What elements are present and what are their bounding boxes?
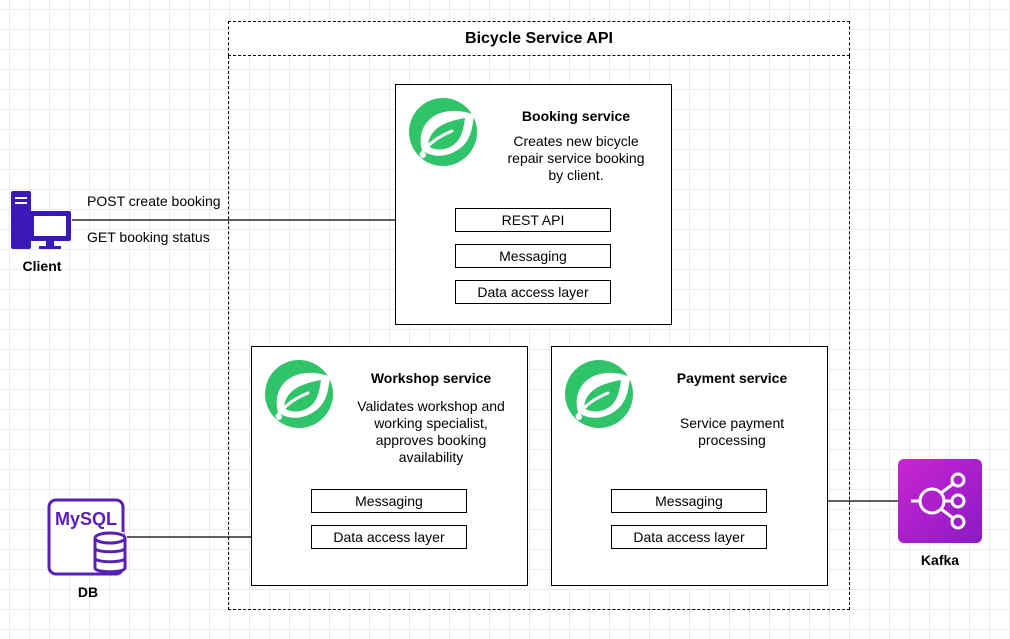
kafka-label: Kafka — [920, 552, 960, 568]
booking-data-access-component: Data access layer — [455, 280, 611, 304]
api-container-title: Bicycle Service API — [228, 21, 850, 56]
description-line: Validates workshop and — [357, 398, 505, 414]
booking-service-title: Booking service — [521, 108, 631, 124]
workshop-data-access-component: Data access layer — [311, 525, 467, 549]
booking-service-description: Creates new bicycle repair service booki… — [495, 133, 657, 184]
db-label: DB — [77, 584, 99, 600]
spring-leaf-icon — [265, 360, 333, 428]
client-computer-icon — [11, 191, 71, 249]
mysql-logo-text: MySQL — [55, 509, 117, 529]
payment-service-description: Service payment processing — [652, 415, 812, 449]
payment-messaging-component: Messaging — [611, 489, 767, 513]
mysql-database-icon: MySQL — [47, 498, 127, 576]
client-request-post-label: POST create booking — [87, 193, 221, 209]
description-line: approves booking — [375, 432, 487, 448]
description-line: Creates new bicycle — [513, 133, 639, 149]
workshop-service-title: Workshop service — [370, 370, 492, 386]
payment-data-access-component: Data access layer — [611, 525, 767, 549]
payment-service-title: Payment service — [676, 370, 788, 386]
booking-messaging-component: Messaging — [455, 244, 611, 268]
description-line: repair service booking — [507, 150, 645, 166]
description-line: Service payment — [679, 415, 785, 431]
client-request-get-label: GET booking status — [87, 229, 210, 245]
api-container — [228, 56, 850, 610]
description-line: availability — [398, 449, 464, 465]
spring-leaf-icon — [565, 360, 633, 428]
client-label: Client — [22, 258, 62, 274]
description-line: processing — [698, 432, 766, 448]
booking-rest-api-component: REST API — [455, 208, 611, 232]
workshop-messaging-component: Messaging — [311, 489, 467, 513]
kafka-icon — [898, 459, 982, 543]
workshop-service-description: Validates workshop and working specialis… — [346, 398, 516, 466]
api-title: Bicycle Service API — [465, 29, 613, 47]
spring-leaf-icon — [409, 98, 477, 166]
description-line: by client. — [548, 167, 604, 183]
description-line: working specialist, — [374, 415, 488, 431]
